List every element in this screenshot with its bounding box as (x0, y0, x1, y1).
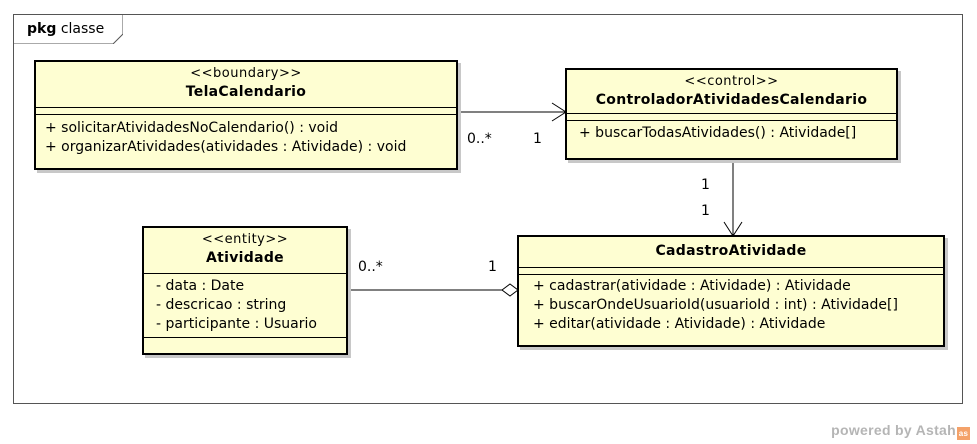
attribute-item: - data : Date (156, 278, 245, 294)
operation-separator (36, 114, 456, 115)
stereotype-label: <<control>> (684, 74, 779, 89)
class-controlador-atividades-calendario[interactable]: <<control>> ControladorAtividadesCalenda… (565, 68, 898, 160)
operation-item: + editar(atividade : Atividade) : Ativid… (533, 316, 826, 332)
class-name: TelaCalendario (185, 84, 307, 100)
operations-compartment: + buscarTodasAtividades() : Atividade[] (567, 121, 896, 147)
class-cadastro-atividade[interactable]: CadastroAtividade + cadastrar(atividade … (517, 235, 945, 347)
multiplicity-cadastro-aggregate: 1 (488, 259, 497, 275)
operation-item: + organizarAtividades(atividades : Ativi… (45, 139, 407, 155)
class-header: <<control>> ControladorAtividadesCalenda… (567, 70, 896, 109)
operation-separator (567, 120, 896, 121)
attribute-separator (567, 113, 896, 114)
multiplicity-controlador-source: 1 (701, 177, 710, 193)
operation-separator (519, 274, 943, 275)
operation-separator (144, 337, 346, 338)
class-header: <<boundary>> TelaCalendario (36, 62, 456, 101)
attribute-item: - participante : Usuario (156, 316, 317, 332)
operations-compartment: + cadastrar(atividade : Atividade) : Ati… (519, 275, 943, 338)
operations-compartment: + solicitarAtividadesNoCalendario() : vo… (36, 115, 456, 161)
multiplicity-atividade-source: 0..* (358, 259, 383, 275)
class-header: <<entity>> Atividade (144, 228, 346, 267)
class-tela-calendario[interactable]: <<boundary>> TelaCalendario + solicitarA… (34, 60, 458, 170)
package-keyword: pkg (27, 21, 57, 37)
package-name: classe (60, 21, 105, 37)
class-atividade[interactable]: <<entity>> Atividade - data : Date - des… (142, 226, 348, 355)
multiplicity-cadastro-target: 1 (701, 203, 710, 219)
multiplicity-tela-source: 0..* (467, 131, 492, 147)
attribute-item: - descricao : string (156, 297, 287, 313)
attribute-separator (36, 107, 456, 108)
attribute-separator (519, 267, 943, 268)
operation-item: + solicitarAtividadesNoCalendario() : vo… (45, 120, 338, 136)
stereotype-label: <<entity>> (201, 232, 289, 247)
class-header: CadastroAtividade (519, 237, 943, 260)
class-name: CadastroAtividade (655, 243, 807, 259)
watermark-text: powered by Astah (831, 422, 956, 438)
operation-item: + buscarOndeUsuarioId(usuarioId : int) :… (533, 297, 898, 313)
astah-logo-icon: as (957, 427, 970, 440)
attribute-separator (144, 273, 346, 274)
attributes-compartment: - data : Date - descricao : string - par… (144, 274, 346, 337)
multiplicity-controlador-target: 1 (533, 131, 542, 147)
class-name: ControladorAtividadesCalendario (595, 92, 868, 108)
class-name: Atividade (206, 250, 284, 266)
stereotype-label: <<boundary>> (190, 66, 302, 81)
aggregation-diamond (501, 283, 519, 297)
operation-item: + buscarTodasAtividades() : Atividade[] (579, 125, 857, 141)
package-tab (13, 14, 123, 44)
package-frame (13, 14, 963, 404)
operation-item: + cadastrar(atividade : Atividade) : Ati… (533, 278, 851, 294)
package-label: pkg classe (27, 21, 104, 37)
